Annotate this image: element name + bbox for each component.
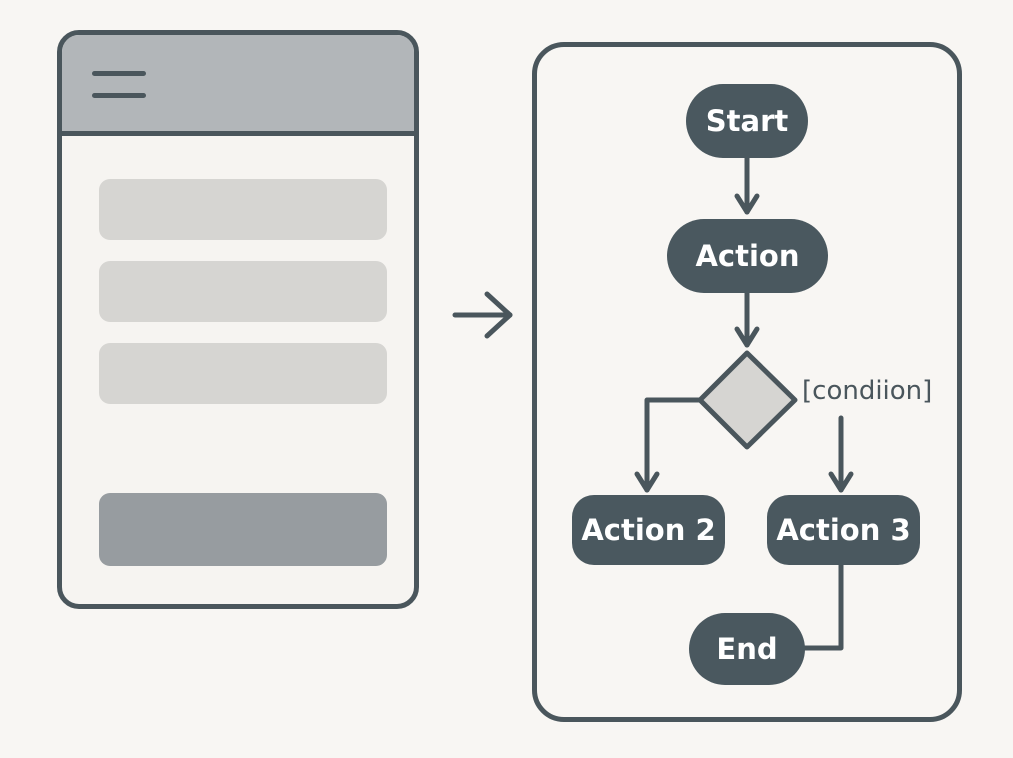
wireframe-header [62, 35, 414, 136]
node-end[interactable]: End [689, 613, 805, 685]
mobile-wireframe [57, 30, 419, 609]
hamburger-line [92, 93, 146, 98]
wireframe-list-item[interactable] [99, 343, 387, 404]
wireframe-list-item[interactable] [99, 179, 387, 240]
node-start[interactable]: Start [686, 84, 808, 158]
node-action-2[interactable]: Action 2 [572, 495, 725, 565]
arrow-right-icon [452, 291, 513, 339]
node-action[interactable]: Action [667, 219, 828, 293]
condition-label: [condiion] [802, 376, 933, 406]
wireframe-list-item[interactable] [99, 261, 387, 322]
hamburger-line [92, 71, 146, 76]
node-action-3[interactable]: Action 3 [767, 495, 920, 565]
hamburger-menu-icon[interactable] [92, 71, 146, 99]
wireframe-button[interactable] [99, 493, 387, 566]
